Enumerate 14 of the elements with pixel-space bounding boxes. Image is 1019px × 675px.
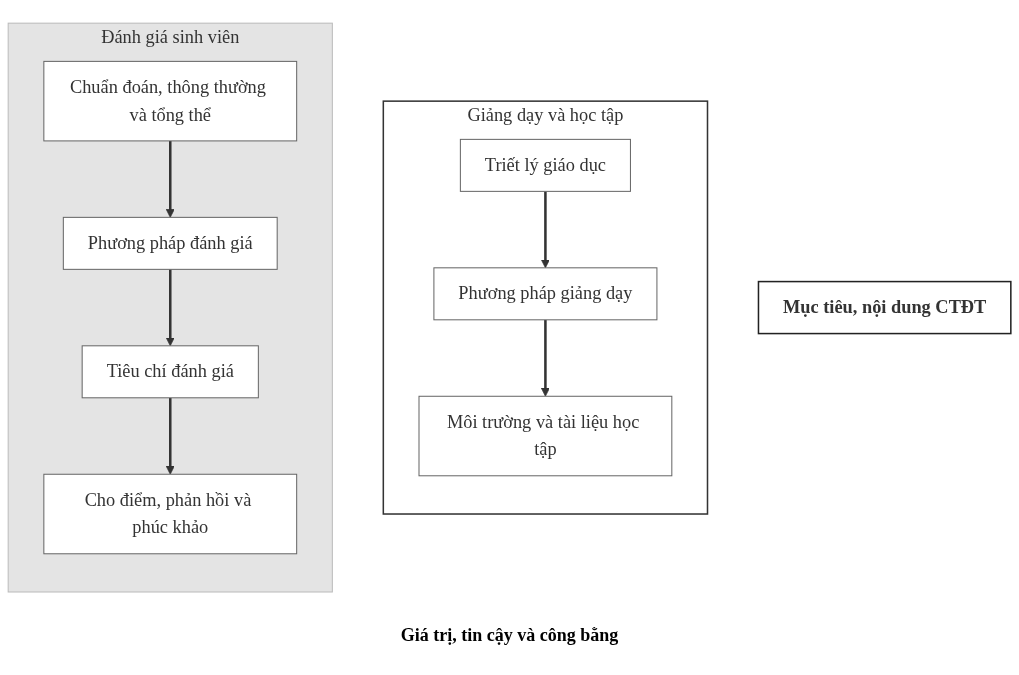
arrow: [165, 140, 175, 218]
node-box: Môi trường và tài liệu học tập: [418, 395, 673, 477]
node-box: Mục tiêu, nội dung CTĐT: [757, 280, 1012, 335]
arrow: [540, 319, 550, 397]
node-box: Triết lý giáo dục: [459, 138, 631, 192]
note-text: Giá trị, tin cậy và công bằng: [400, 625, 619, 645]
arrow: [165, 397, 175, 475]
node-box: Phương pháp giảng dạy: [433, 267, 658, 321]
node-box: Tiêu chí đánh giá: [81, 345, 259, 399]
arrow: [540, 191, 550, 269]
node-box: Cho điểm, phản hồi và phúc khảo: [43, 473, 298, 555]
node-box: Phương pháp đánh giá: [62, 216, 278, 270]
arrow: [165, 269, 175, 347]
node-box: Chuẩn đoán, thông thường và tổng thể: [43, 60, 298, 142]
